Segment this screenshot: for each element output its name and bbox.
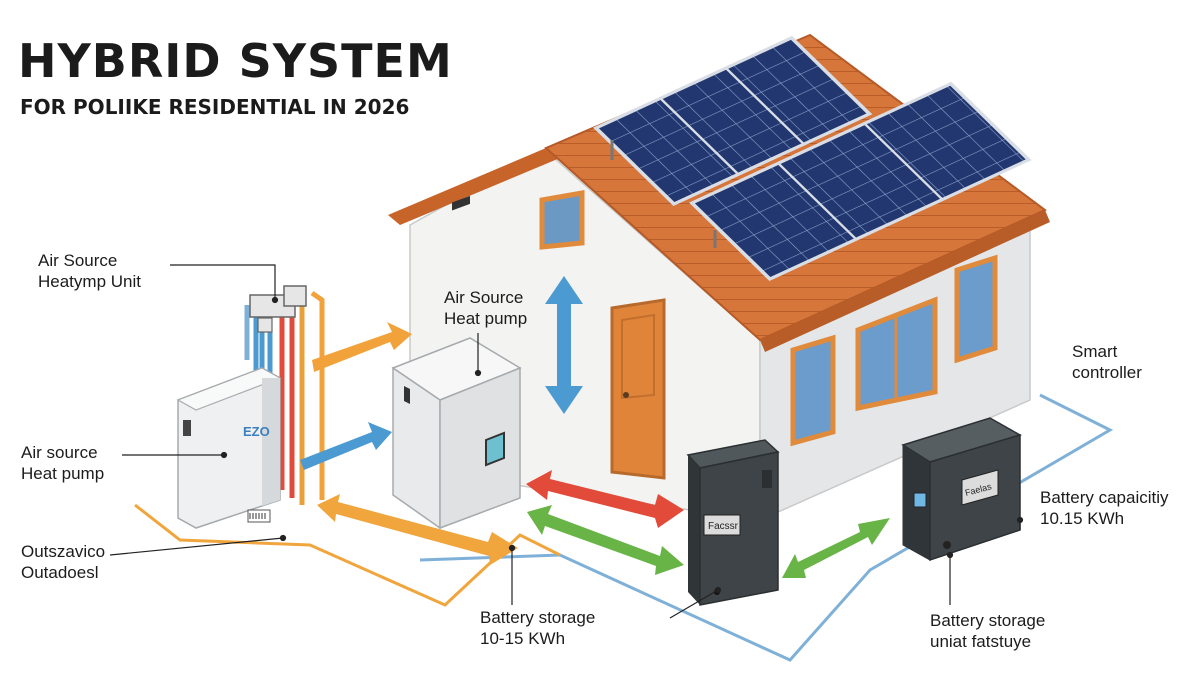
roof-gable-edge — [388, 148, 560, 225]
label-air-source-heatpump-unit: Air Source Heatymp Unit — [38, 251, 141, 291]
controller-icon: Faelas — [901, 417, 1022, 562]
indoor-heat-pump-unit — [391, 195, 522, 530]
blue-arrow-lower — [300, 422, 392, 470]
heat-pump-icon: EZO — [176, 367, 282, 529]
blue-circuit-line — [419, 393, 1114, 662]
roof-fascia — [760, 210, 1050, 352]
outdoor-unit-logo: EZO — [243, 424, 270, 439]
label-battery-capacity: Battery capaicitiy 10.15 KWh — [1040, 488, 1169, 528]
house — [388, 33, 1050, 522]
label-air-source-heat-pump-outdoor: Air source Heat pump — [21, 443, 105, 483]
label-air-source-heat-pump-indoor: Air Source Heat pump — [444, 288, 528, 328]
side-window-3 — [954, 254, 998, 364]
green-arrow-double — [527, 505, 684, 575]
diagram-title: HYBRID SYSTEM — [18, 34, 453, 88]
front-door — [610, 298, 666, 480]
gable-window — [539, 190, 585, 250]
pipe-wall-bracket — [249, 285, 307, 333]
solar-array-front — [593, 35, 873, 206]
label-battery-storage-left: Battery storage 10-15 KWh — [480, 608, 596, 648]
orange-circuit-line — [134, 503, 561, 607]
bidirectional-arrow-icon — [545, 276, 583, 414]
solar-panel-icon — [593, 35, 1032, 281]
battery-left-badge: Facssr — [708, 521, 739, 532]
diagram-subtitle: FOR POLIIKE RESIDENTIAL IN 2026 — [20, 95, 410, 119]
label-battery-storage-right: Battery storage uniat fatstuye — [930, 611, 1046, 651]
flow-arrows — [300, 322, 890, 578]
label-smart-controller: Smart controller — [1072, 342, 1142, 382]
orange-arrow-upper — [312, 322, 412, 372]
orange-arrow-double — [317, 494, 518, 565]
green-arrow-batteries — [782, 518, 890, 578]
solar-array-back — [689, 81, 1032, 281]
red-arrow-double — [526, 470, 684, 528]
leader-lines — [109, 264, 1024, 619]
battery-icon: Facssr — [686, 439, 780, 606]
side-window-1 — [790, 334, 836, 447]
label-outdoor-unit: Outszavico Outadoesl — [21, 542, 106, 582]
